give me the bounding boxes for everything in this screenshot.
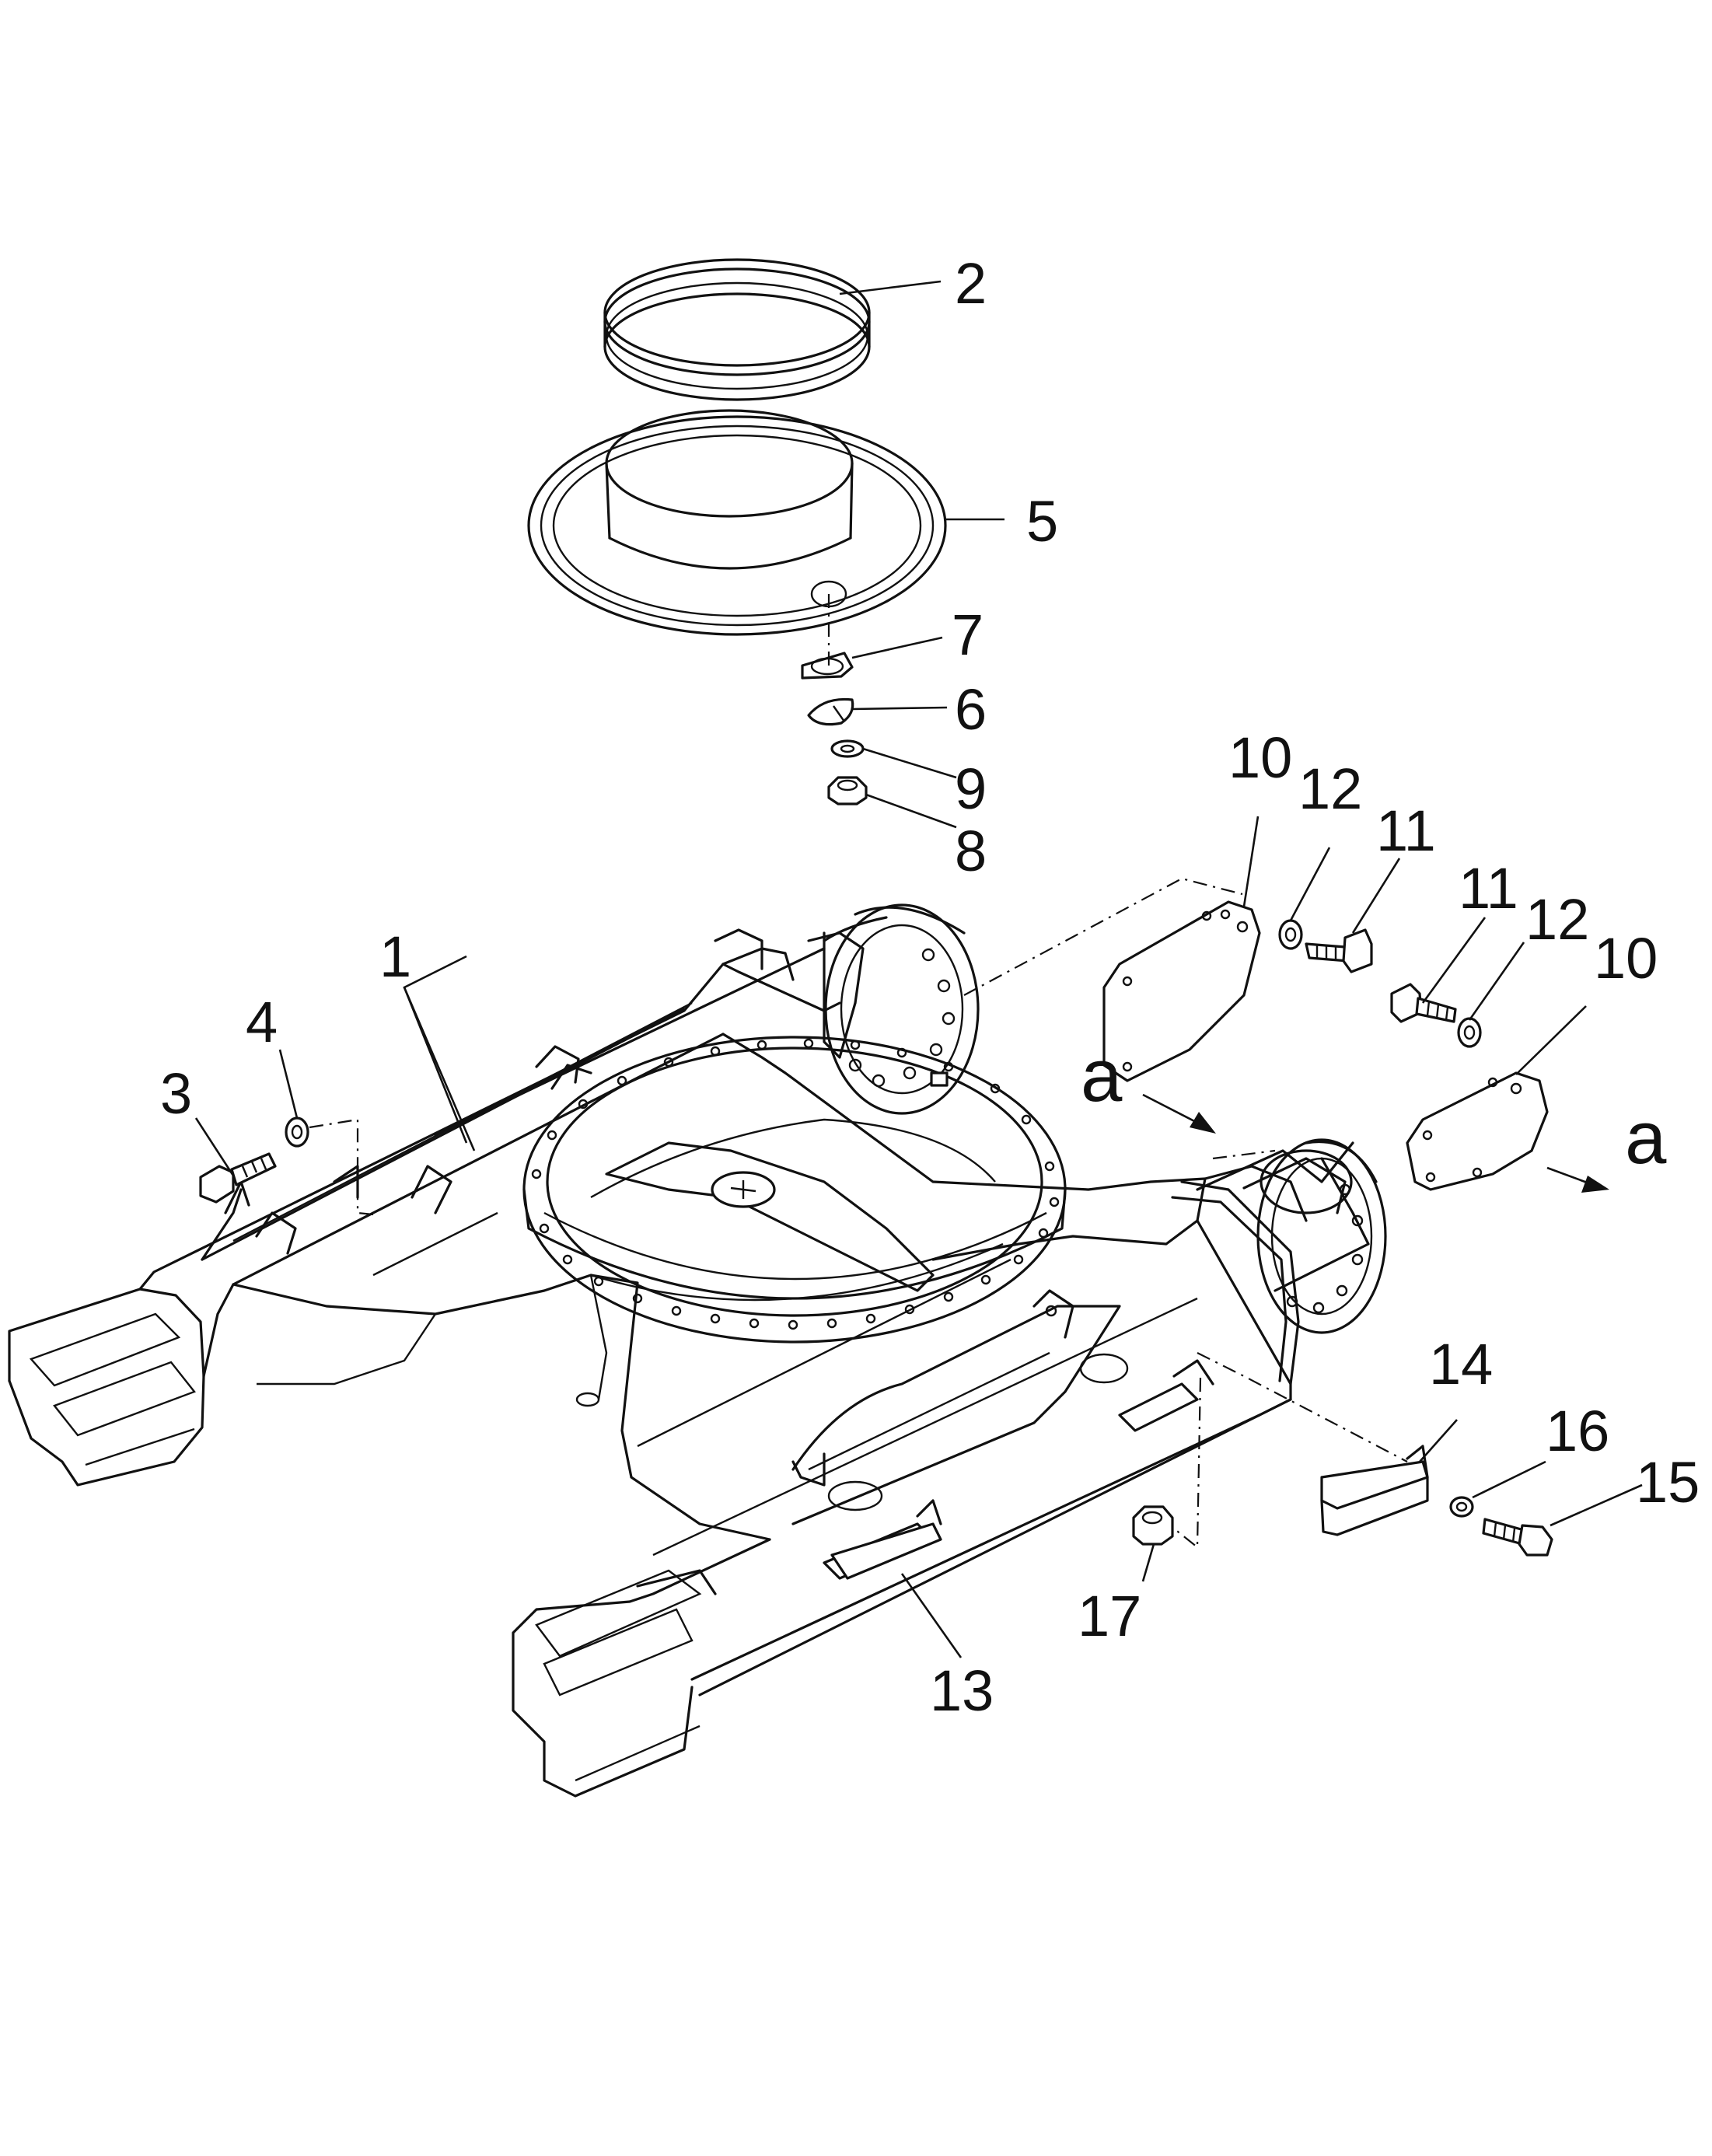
part-3-bolt [199,1152,277,1204]
part-15-bolt [1482,1518,1553,1557]
callout-10-lower: 10 [1594,926,1658,991]
assembly-lines [309,594,1408,1550]
callout-11-upper: 11 [1376,798,1436,863]
callout-3: 3 [160,1061,192,1126]
part-9-washer [830,739,865,758]
callout-5: 5 [1026,489,1058,554]
part-5-seal-plate [527,409,947,636]
part-12-washer-lower [1457,1017,1482,1048]
part-8-nut [827,776,868,805]
callout-4: 4 [246,990,278,1054]
callout-10-upper: 10 [1228,725,1292,790]
callout-11-lower: 11 [1459,856,1518,921]
part-17-nut [1132,1505,1174,1546]
callout-16: 16 [1546,1399,1609,1463]
callout-2: 2 [955,251,987,316]
swing-ring-bolt-holes [531,1038,1060,1330]
part-2-ring [603,258,871,401]
callout-12-upper: 12 [1298,757,1362,821]
part-4-washer [285,1116,309,1148]
view-arrow-right [1546,1166,1609,1193]
part-12-washer-upper [1278,919,1303,950]
callout-14: 14 [1429,1332,1493,1396]
part-14-guard-plate [1320,1445,1429,1536]
part-11-bolt-lower [1390,983,1457,1023]
callout-1: 1 [379,924,411,989]
part-11-bolt-upper [1305,928,1373,973]
callout-15: 15 [1636,1450,1700,1515]
view-mark-a-right: a [1625,1096,1667,1179]
part-13-guard [830,1522,942,1580]
upper-hub-bolts [848,948,956,1088]
lower-hub-bolts [1286,1183,1364,1314]
leader-lines [194,280,1643,1658]
callout-17: 17 [1078,1584,1141,1648]
part-6-cover [807,697,854,726]
part-10-cover-upper [1102,900,1261,1082]
part-10-cover-lower [1406,1071,1549,1191]
part-16-washer [1449,1496,1474,1518]
view-arrow-left [1142,1093,1216,1134]
callout-6: 6 [955,677,987,742]
callout-7: 7 [952,603,984,667]
callout-12-lower: 12 [1525,887,1589,952]
callout-9: 9 [955,757,987,821]
part-7-plate [801,652,854,680]
view-mark-a-left: a [1081,1034,1123,1117]
part-1-track-frame [8,903,1387,1798]
callout-8: 8 [955,819,987,883]
callout-13: 13 [930,1658,994,1723]
